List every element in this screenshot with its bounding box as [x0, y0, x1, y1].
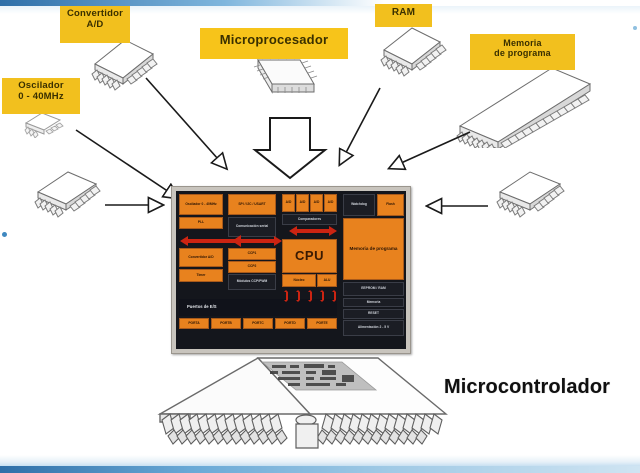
label-convertidor-ad: Convertidor A/D — [60, 6, 130, 43]
bus-arrowhead-mid — [232, 235, 241, 247]
label-memoria-de-programa: Memoria de programa — [470, 34, 575, 70]
cell-oscilador: Oscilador 0 - 40MHz — [179, 194, 223, 215]
cell-ad-2: A/D — [296, 194, 309, 212]
label-memoria-line1: Memoria — [503, 38, 542, 48]
arrow-microprocesador-down — [252, 117, 328, 180]
cell-port-d: PORTD — [275, 318, 305, 329]
dip-chip-ram — [376, 24, 448, 82]
bus-arrow-horizontal-top — [296, 229, 332, 233]
bus-arrows-vertical-ports — [280, 289, 340, 303]
cell-memoria: Memoria — [343, 298, 404, 307]
bus-arrowhead-top-left — [289, 226, 297, 236]
label-memoria-line2: de programa — [494, 48, 551, 59]
cell-cpu-alu: ALU — [317, 274, 337, 287]
dip-chip-memoria-programa — [452, 62, 597, 148]
label-convertidor-ad-line2: A/D — [86, 18, 104, 30]
chip-microprocesador — [228, 54, 320, 110]
cell-puertos-es: Puertos de E/S — [179, 299, 337, 316]
mcu-block-diagram: Oscilador 0 - 40MHz PLL SPI / I2C / USAR… — [171, 186, 411, 354]
dip-chip-right-lower — [490, 168, 568, 223]
label-microprocesador: Microprocesador — [200, 28, 348, 59]
qfp-microcontroller-chip — [157, 357, 448, 449]
mcu-block-inner: Oscilador 0 - 40MHz PLL SPI / I2C / USAR… — [176, 191, 406, 349]
arrow-ram-to-mcu — [340, 87, 381, 164]
cell-ccp2: CCP2 — [228, 261, 276, 273]
page-title: Microcontrolador — [444, 376, 611, 398]
cell-watchdog: Watchdog — [343, 194, 375, 216]
cell-memoria-de-programa: Memoria de programa — [343, 218, 404, 280]
cell-port-b: PORTB — [211, 318, 241, 329]
cell-convertidor-ad: Convertidor A/D — [179, 248, 223, 267]
cell-flash: Flash — [377, 194, 404, 216]
cell-spi-i2c-usart: SPI / I2C / USART — [228, 194, 276, 215]
cell-alimentacion: Alimentación 2 - 5 V — [343, 320, 404, 336]
cell-ad-4: A/D — [324, 194, 337, 212]
cell-ad-3: A/D — [310, 194, 323, 212]
label-ram: RAM — [375, 4, 432, 27]
label-oscilador-line1: Oscilador — [18, 80, 64, 91]
bus-arrowhead-right — [274, 236, 282, 246]
cell-cpu: CPU — [282, 239, 337, 273]
cell-modulos-ccp-pwm: Módulos CCP/PWM — [228, 274, 276, 290]
cell-port-a: PORTA — [179, 318, 209, 329]
cell-eeprom-ram: EEPROM / RAM — [343, 282, 404, 296]
cell-pll: PLL — [179, 217, 223, 229]
cell-ad-1: A/D — [282, 194, 295, 212]
cell-cpu-nucleo: Núcleo — [282, 274, 316, 287]
top-frame-bar — [0, 0, 640, 6]
label-oscilador: Oscilador 0 - 40MHz — [2, 78, 80, 114]
label-ram-line1: RAM — [391, 7, 416, 18]
bottom-frame-bar — [0, 466, 640, 473]
left-accent-dot — [2, 232, 7, 237]
cell-timer: Timer — [179, 269, 223, 282]
cell-ccp1: CCP1 — [228, 248, 276, 260]
label-convertidor-ad-line1: Convertidor — [66, 8, 124, 19]
bus-arrowhead-top-right — [329, 226, 337, 236]
bus-arrowhead-left — [180, 236, 188, 246]
dip-chip-left-lower — [30, 168, 105, 223]
crystal-oscilador — [20, 108, 72, 138]
dip-chip-convertidor-ad — [85, 34, 160, 96]
cell-reset: RESET — [343, 309, 404, 319]
cell-port-c: PORTC — [243, 318, 273, 329]
cell-comparadores: Comparadores — [282, 214, 337, 225]
label-microprocesador-line1: Microprocesador — [219, 32, 329, 47]
cell-comunicacion-serial: Comunicación serial — [228, 217, 276, 237]
cell-port-e: PORTE — [307, 318, 337, 329]
right-accent-dot — [633, 26, 637, 30]
label-oscilador-line2: 0 - 40MHz — [18, 90, 64, 102]
